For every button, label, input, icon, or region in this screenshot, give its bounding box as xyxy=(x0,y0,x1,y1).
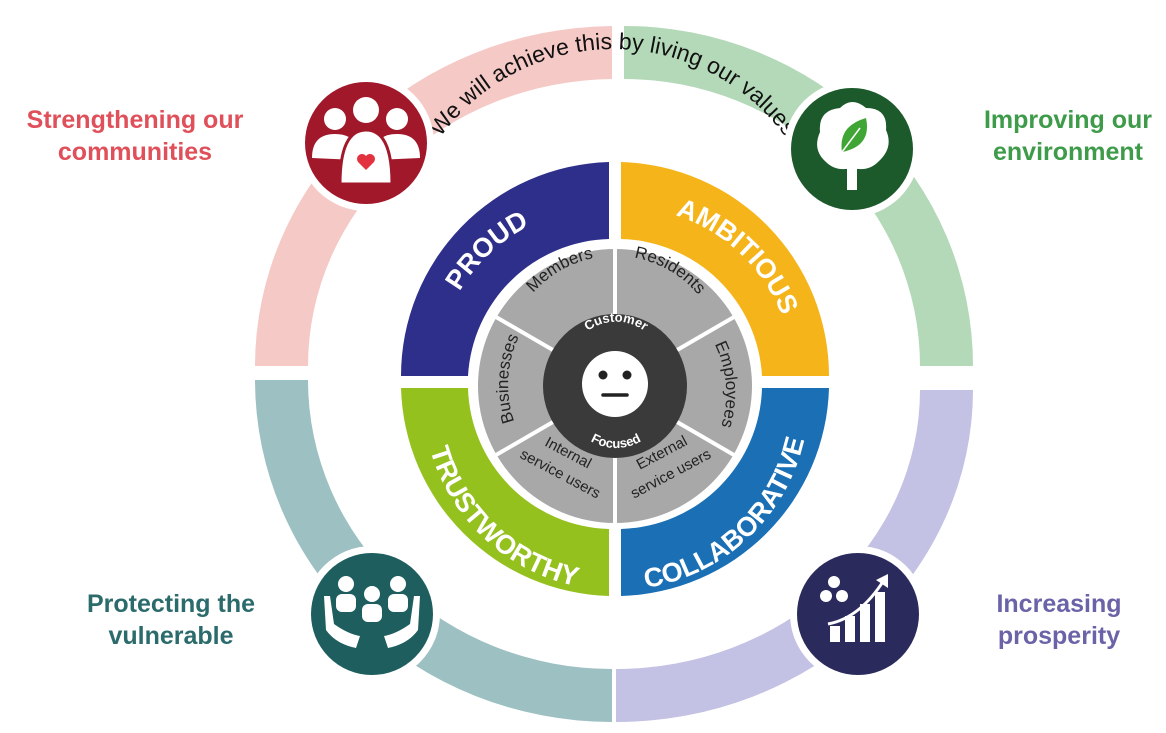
value-segment-ambitious xyxy=(621,162,830,376)
value-segment-proud xyxy=(400,162,609,376)
people-heart-icon xyxy=(298,75,434,211)
value-segment-trustworthy xyxy=(401,388,609,596)
priority-label-communities: Strengthening our communities xyxy=(26,106,244,166)
values-heading: We will achieve this by living our value… xyxy=(424,28,803,140)
ring-segment-vulnerable xyxy=(255,380,612,722)
growth-chart-icon xyxy=(790,546,926,682)
tree-leaf-icon xyxy=(784,81,920,217)
hands-family-icon xyxy=(304,546,440,682)
priority-label-prosperity: Increasing prosperity xyxy=(996,590,1122,650)
center-label-top: Customer xyxy=(581,310,651,334)
priority-label-vulnerable: Protecting the vulnerable xyxy=(86,590,256,650)
ring-segment-prosperity xyxy=(616,390,973,722)
smiley-face-icon xyxy=(582,351,648,417)
ring-segment-environment xyxy=(624,26,973,366)
center-label-bottom: Focused xyxy=(589,430,643,451)
value-segment-collaborative xyxy=(621,388,829,596)
priority-label-environment: Improving our environment xyxy=(983,106,1153,166)
